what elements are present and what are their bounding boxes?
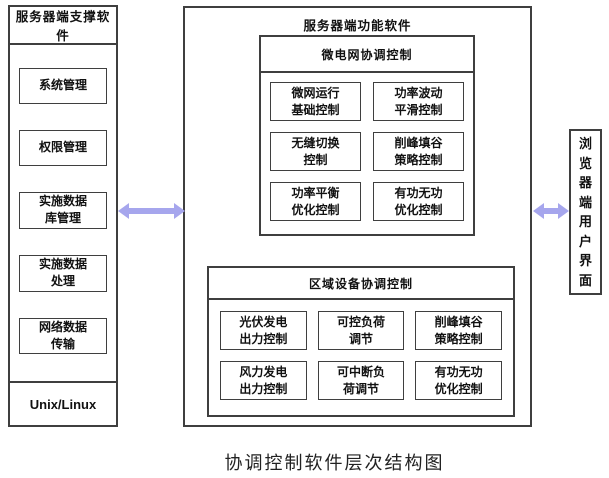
microgrid-group-grid: 微网运行 基础控制 功率波动 平滑控制 无缝切换 控制 削峰填谷 策略控制 功率…	[261, 73, 473, 230]
regional-group-grid: 光伏发电 出力控制 可控负荷 调节 削峰填谷 策略控制 风力发电 出力控制 可中…	[209, 300, 513, 411]
cell-peak-shaving-strategy-control: 削峰填谷 策略控制	[373, 132, 464, 171]
support-item-system-management: 系统管理	[19, 68, 107, 104]
support-item-permission-management: 权限管理	[19, 130, 107, 166]
cell-seamless-switching-control: 无缝切换 控制	[270, 132, 361, 171]
cell-pv-output-control: 光伏发电 出力控制	[220, 311, 307, 350]
arrow-shaft	[542, 208, 560, 214]
support-panel-items: 系统管理 权限管理 实施数据 库管理 实施数据 处理 网络数据 传输	[10, 68, 116, 355]
support-software-panel: 服务器端支撑软件 系统管理 权限管理 实施数据 库管理 实施数据 处理 网络数据…	[8, 5, 118, 427]
support-panel-title: 服务器端支撑软件	[10, 7, 116, 45]
function-software-panel: 服务器端功能软件 微电网协调控制 微网运行 基础控制 功率波动 平滑控制 无缝切…	[183, 6, 532, 427]
cell-microgrid-basic-control: 微网运行 基础控制	[270, 82, 361, 121]
cell-wind-output-control: 风力发电 出力控制	[220, 361, 307, 400]
cell-active-reactive-optimization: 有功无功 优化控制	[373, 182, 464, 221]
os-label-unix-linux: Unix/Linux	[10, 381, 116, 425]
cell-active-reactive-optimization-2: 有功无功 优化控制	[415, 361, 502, 400]
function-panel-title: 服务器端功能软件	[303, 19, 412, 33]
regional-group-title: 区域设备协调控制	[209, 268, 513, 300]
microgrid-control-group: 微电网协调控制 微网运行 基础控制 功率波动 平滑控制 无缝切换 控制 削峰填谷…	[259, 35, 475, 236]
cell-interruptible-load-regulation: 可中断负 荷调节	[317, 361, 405, 400]
browser-ui-title: 浏览器端用户界面	[578, 136, 592, 288]
cell-power-fluctuation-smoothing: 功率波动 平滑控制	[373, 82, 464, 121]
browser-ui-panel: 浏览器端用户界面	[569, 129, 602, 295]
diagram-caption: 协调控制软件层次结构图	[224, 453, 445, 473]
support-item-data-processing: 实施数据 处理	[19, 254, 107, 292]
cell-power-balance-optimization: 功率平衡 优化控制	[270, 182, 361, 221]
cell-controllable-load-regulation: 可控负荷 调节	[317, 311, 405, 350]
microgrid-group-title: 微电网协调控制	[261, 37, 473, 73]
support-item-network-transmission: 网络数据 传输	[19, 317, 107, 355]
arrow-shaft	[127, 208, 176, 214]
double-arrow-icon-right	[533, 203, 569, 219]
double-arrow-icon-left	[118, 203, 185, 219]
cell-peak-shaving-strategy-control-2: 削峰填谷 策略控制	[415, 311, 502, 350]
support-item-database-management: 实施数据 库管理	[19, 192, 107, 229]
regional-device-control-group: 区域设备协调控制 光伏发电 出力控制 可控负荷 调节 削峰填谷 策略控制 风力发…	[207, 266, 515, 417]
